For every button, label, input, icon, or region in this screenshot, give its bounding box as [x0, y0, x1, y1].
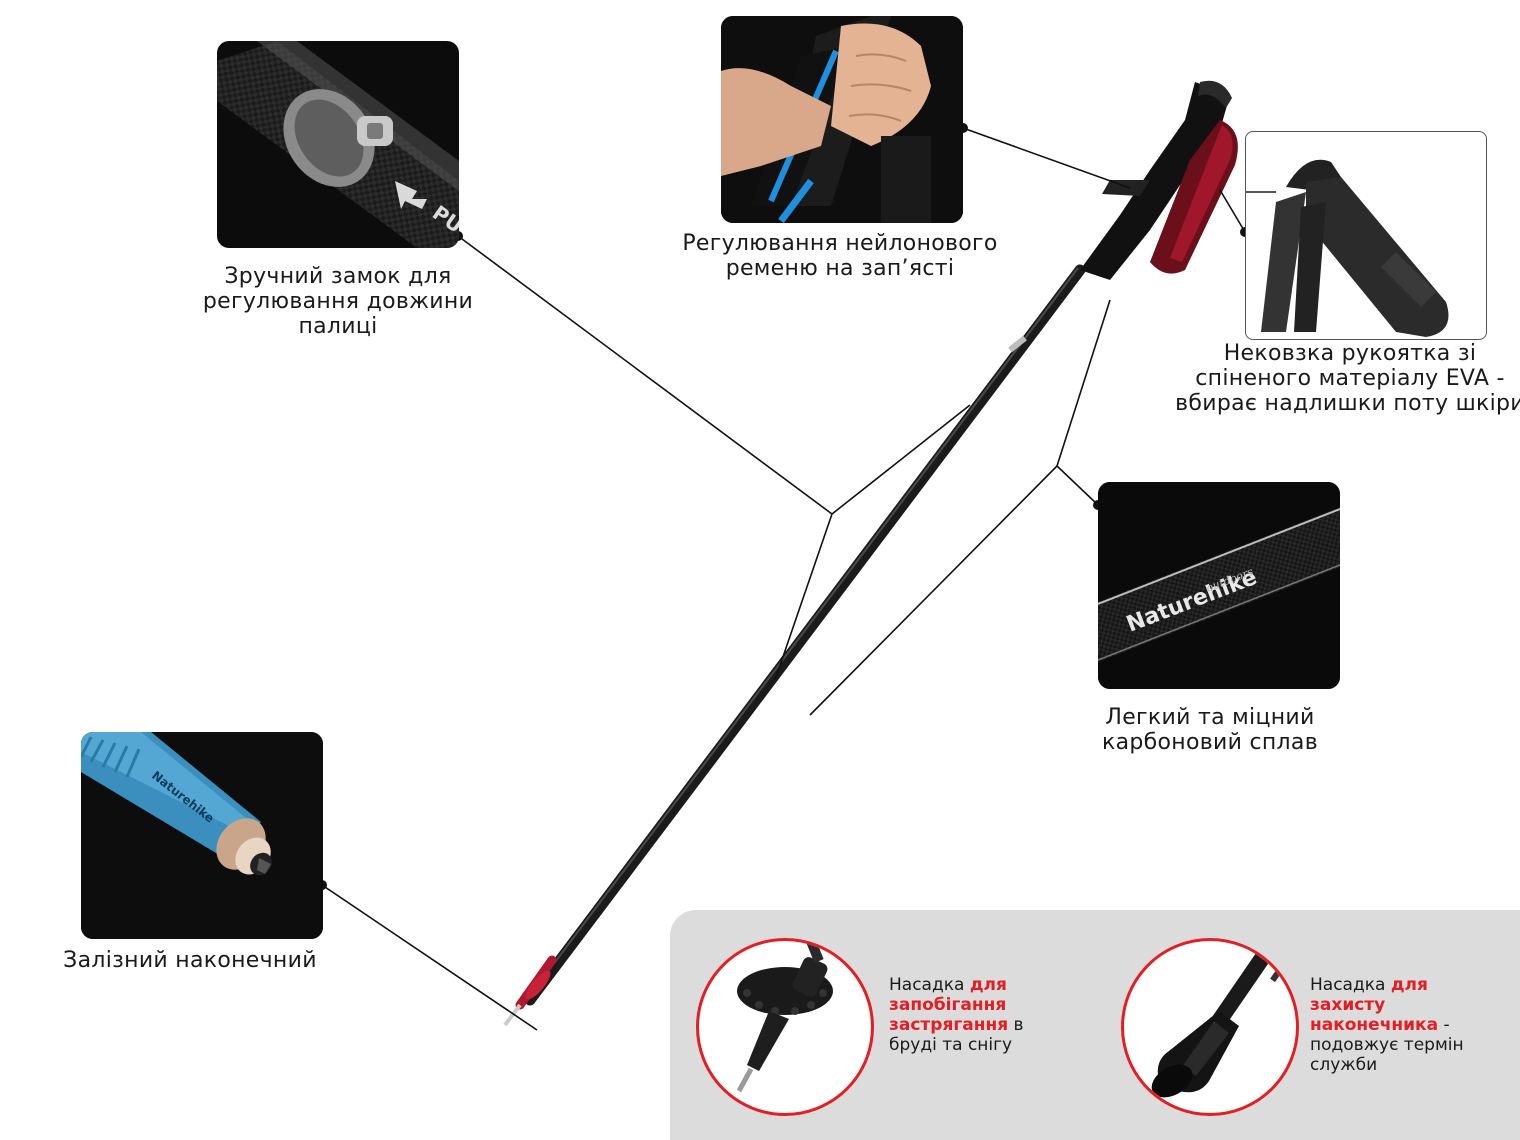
pole-basket [503, 955, 557, 1027]
eva-grip-photo [1245, 131, 1487, 340]
pole-shaft [524, 264, 1086, 1006]
tip-cap-prefix: Насадка [1310, 975, 1391, 995]
snow-basket-circle [696, 938, 874, 1116]
tip-cap-suffix: - подовжує термін служби [1310, 1015, 1464, 1075]
metal-tip-photo: Naturehike [81, 732, 323, 939]
tip-cap-highlight: для захисту наконечника [1310, 975, 1439, 1035]
tip-cap-circle [1121, 938, 1299, 1116]
tip-cap-text: Насадка для захисту наконечника - подовж… [1310, 975, 1470, 1075]
lock-caption: Зручний замок для регулювання довжини па… [202, 264, 474, 339]
snow-basket-icon [736, 941, 833, 1093]
carbon-caption: Легкий та міцний карбоновий сплав [1102, 705, 1318, 755]
carbon-tube-photo: Naturehike outdoors [1098, 482, 1340, 689]
strap-caption: Регулювання нейлонового ременю на зап’яс… [682, 231, 998, 281]
lock-clamp-photo: PU [217, 41, 459, 248]
grip-caption: Нековзка рукоятка зі спіненого матеріалу… [1175, 341, 1520, 416]
wrist-strap-photo [721, 16, 963, 223]
pole-handle [1080, 80, 1238, 280]
snow-basket-prefix: Насадка [889, 975, 970, 995]
snow-basket-suffix: в бруді та снігу [889, 1015, 1024, 1055]
tip-caption: Залізний наконечний [63, 948, 317, 973]
leader-lines [321, 127, 1246, 1031]
tip-cap-icon [1151, 941, 1296, 1098]
snow-basket-highlight: для запобігання застрягання [889, 975, 1009, 1035]
snow-basket-text: Насадка для запобігання застрягання в бр… [889, 975, 1049, 1055]
